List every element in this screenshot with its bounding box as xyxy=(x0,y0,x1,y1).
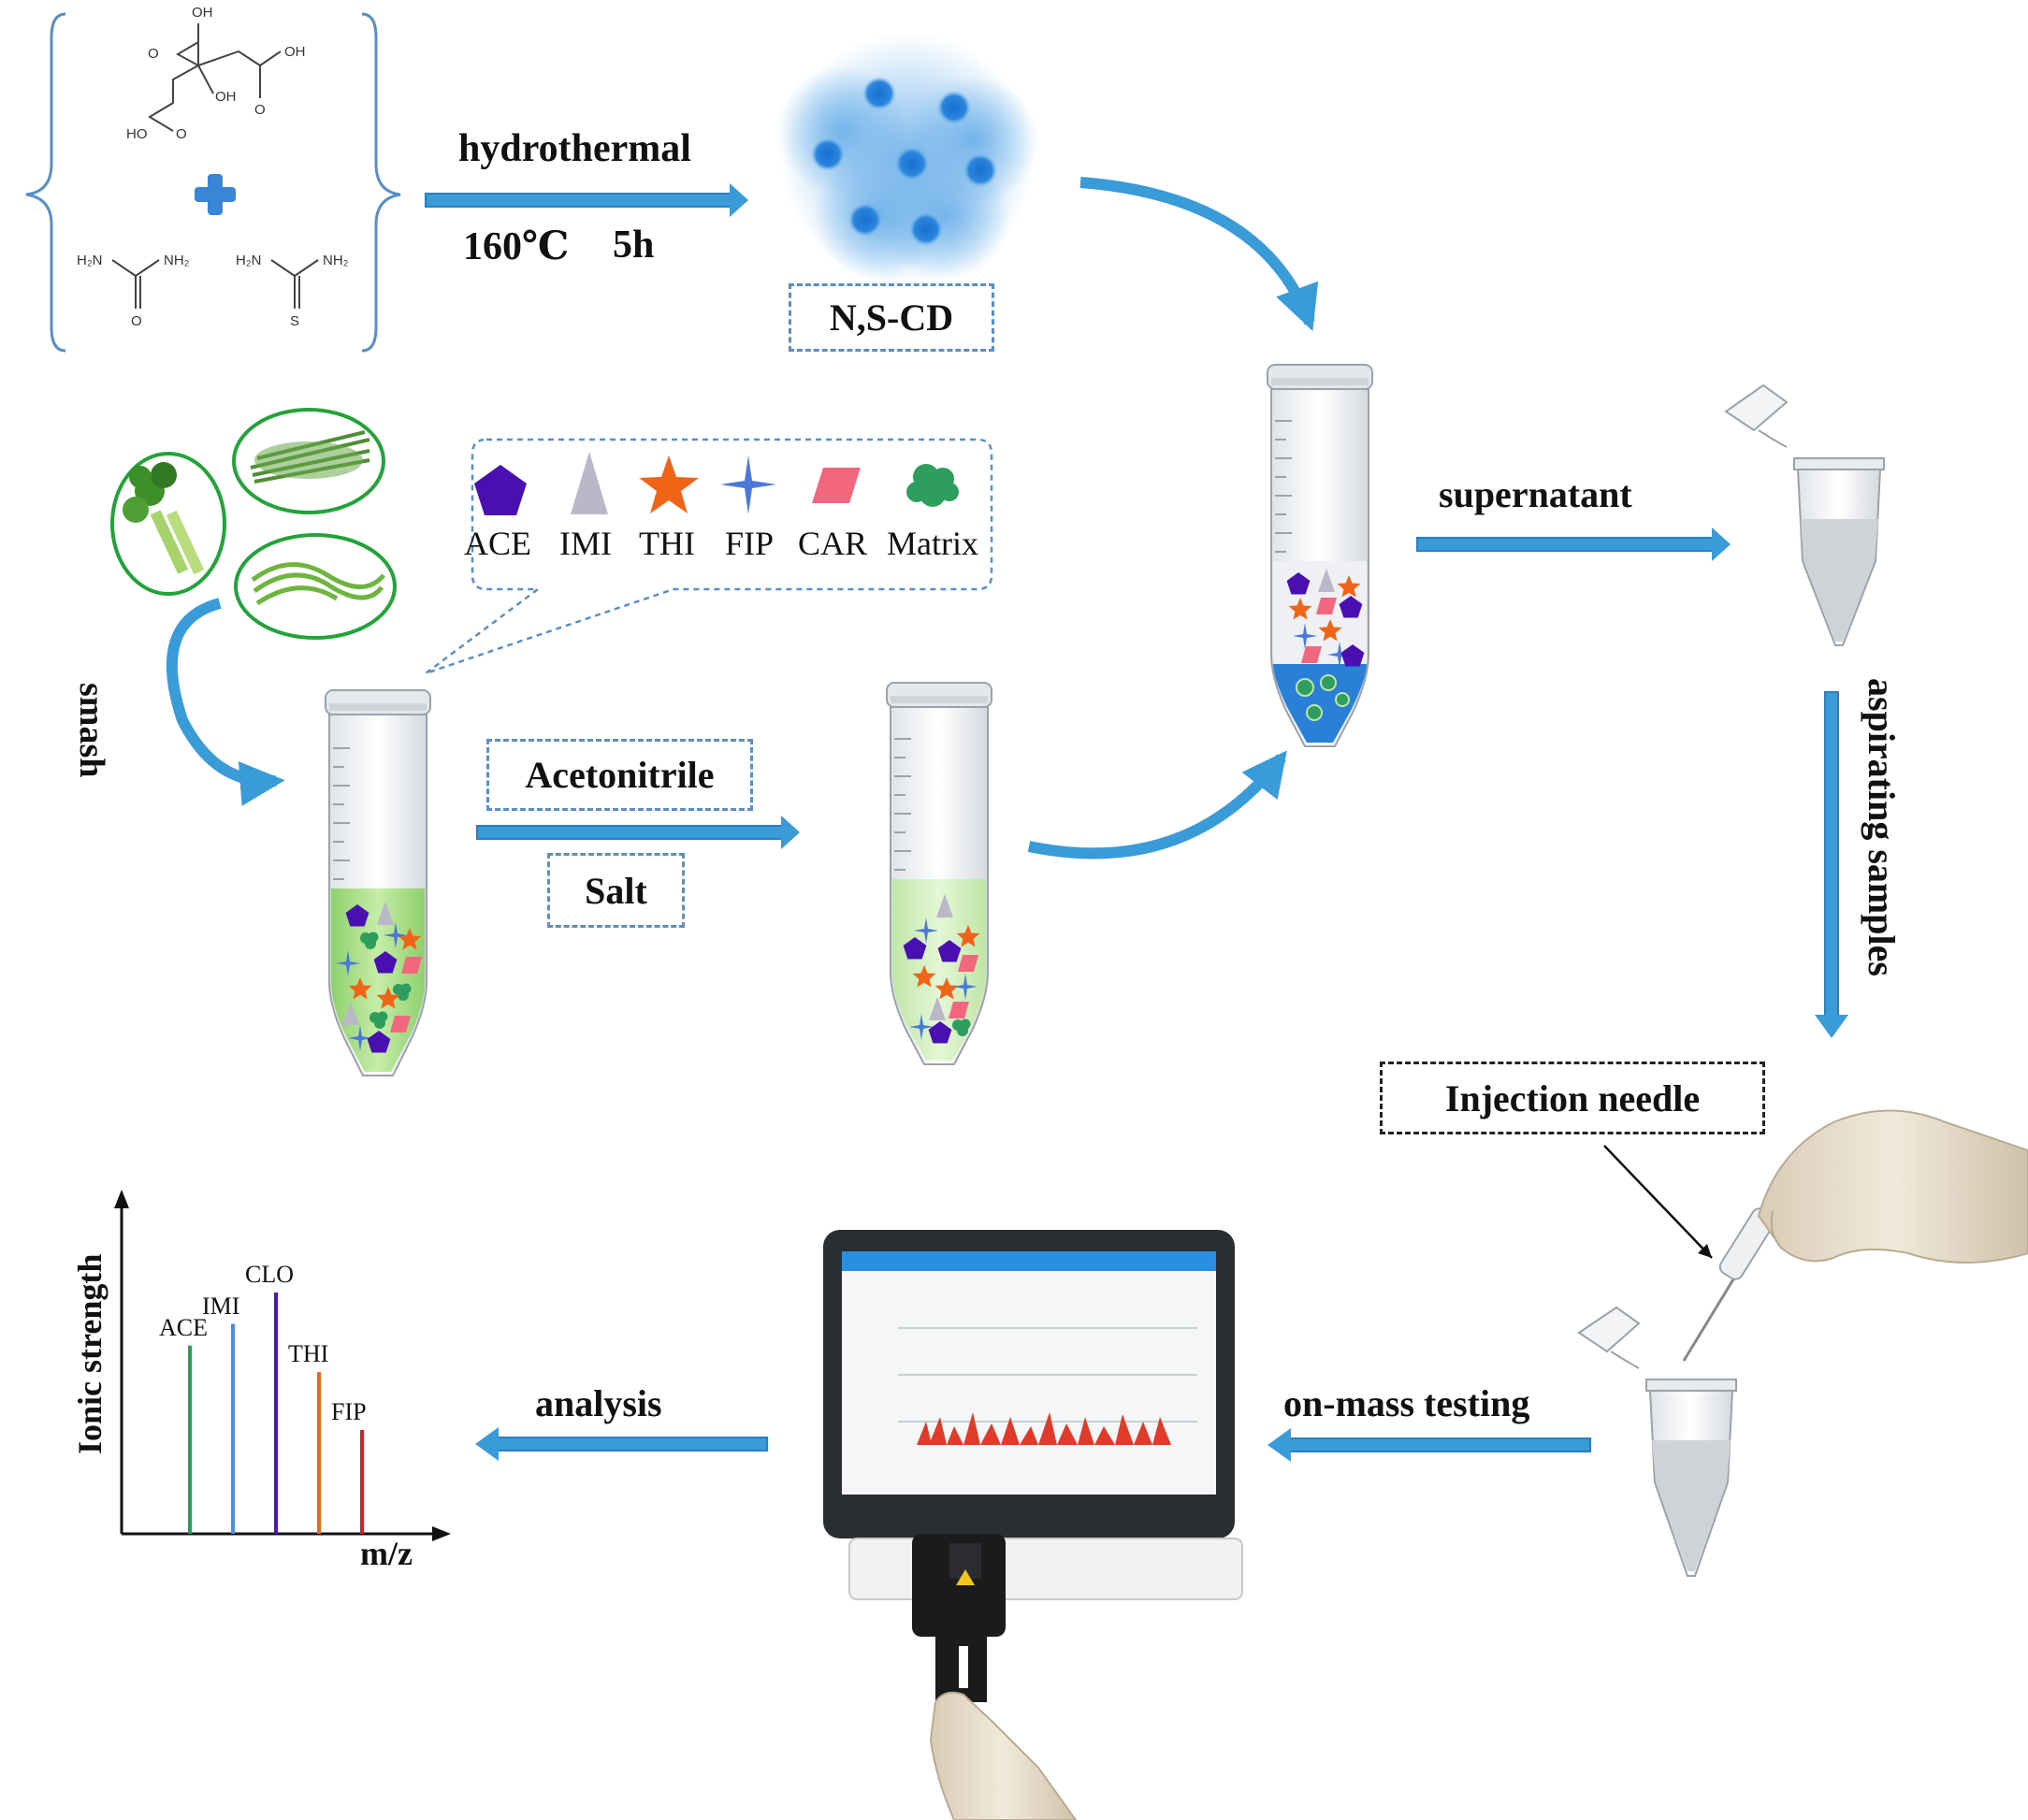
fip-four-point-star-icon xyxy=(720,455,776,514)
acetonitrile-box: Acetonitrile xyxy=(486,739,753,811)
vegetable-long-beans xyxy=(234,533,397,640)
urea-nh2-left: H₂N xyxy=(77,253,103,268)
spectrum-peak-label-thi: THI xyxy=(288,1340,329,1368)
gloved-hand-bottom xyxy=(929,1691,1078,1820)
legend-label-thi: THI xyxy=(639,525,695,562)
legend-label-fip: FIP xyxy=(725,525,775,562)
arrow-acetonitrile xyxy=(476,816,800,849)
chart-y-label: Ionic strength xyxy=(71,1253,109,1454)
temperature-label: 160℃ xyxy=(463,225,570,268)
nscd-label: N,S-CD xyxy=(829,296,954,339)
legend-label-imi: IMI xyxy=(559,525,612,562)
thiourea-nh2-right: NH₂ xyxy=(323,253,349,268)
arrow-aspirating xyxy=(1815,691,1848,1038)
urea-structure xyxy=(111,259,160,309)
centrifuge-tube-sample xyxy=(1577,1306,1737,1577)
svg-text:O: O xyxy=(148,46,159,62)
legend-label-car: CAR xyxy=(798,525,868,562)
thiourea-sulfur: S xyxy=(290,313,299,329)
spectrum-peak-label-clo: CLO xyxy=(245,1261,294,1288)
tube-purification xyxy=(1267,364,1373,747)
svg-text:O: O xyxy=(254,102,266,118)
spectrum-peak-label-imi: IMI xyxy=(202,1292,240,1320)
legend-label-matrix: Matrix xyxy=(887,525,978,562)
on-mass-testing-label: on-mass testing xyxy=(1283,1382,1530,1424)
curved-arrow-tube-to-tube xyxy=(1027,750,1287,859)
urea-oxygen: O xyxy=(131,313,142,329)
svg-text:HO: HO xyxy=(126,126,148,142)
thiourea-nh2-left: H₂N xyxy=(236,253,262,268)
injection-needle-label: Injection needle xyxy=(1444,1076,1701,1119)
vegetable-celery xyxy=(110,452,226,596)
aspirating-samples-label: aspirating samples xyxy=(1861,678,1903,976)
citric-acid-labels: OH O OH OH O HO O xyxy=(126,5,306,142)
ace-pentagon-icon xyxy=(474,465,527,515)
svg-text:OH: OH xyxy=(284,44,306,60)
urea-nh2-right: NH₂ xyxy=(164,253,190,268)
needle-pointer-arrowhead xyxy=(1698,1244,1712,1258)
arrow-analysis xyxy=(475,1427,768,1461)
salt-label: Salt xyxy=(585,869,647,912)
curved-arrow-smash xyxy=(166,598,285,806)
thiourea-structure xyxy=(270,259,319,309)
arrow-hydrothermal xyxy=(425,183,748,217)
imi-triangle-icon xyxy=(571,452,608,514)
salt-box: Salt xyxy=(547,853,685,928)
svg-text:O: O xyxy=(176,126,187,142)
centrifuge-tube-supernatant xyxy=(1724,383,1885,646)
analyte-legend-callout xyxy=(425,438,993,675)
plus-icon xyxy=(195,174,236,215)
analysis-label: analysis xyxy=(535,1382,662,1424)
needle-pointer-line xyxy=(1603,1145,1713,1259)
arrow-on-mass-testing xyxy=(1268,1428,1591,1462)
smash-label: smash xyxy=(72,683,111,778)
vegetable-chives xyxy=(232,408,385,514)
acetonitrile-label: Acetonitrile xyxy=(525,754,715,796)
gloved-hand-with-injection-needle xyxy=(1682,1109,2028,1362)
mass-spectrum-chart xyxy=(114,1190,451,1541)
injection-needle-box: Injection needle xyxy=(1380,1062,1765,1134)
hydrothermal-label: hydrothermal xyxy=(458,127,691,170)
citric-acid-structure xyxy=(148,23,282,132)
svg-text:OH: OH xyxy=(215,89,237,105)
car-parallelogram-icon xyxy=(812,468,861,503)
supernatant-label: supernatant xyxy=(1439,473,1632,515)
legend-label-ace: ACE xyxy=(464,525,531,562)
matrix-cloud-icon xyxy=(906,464,959,507)
chart-x-axis-arrow-icon xyxy=(432,1526,451,1541)
carbon-dots-cloud xyxy=(776,33,1038,285)
svg-text:OH: OH xyxy=(192,5,213,21)
reactants-bracket xyxy=(25,12,401,353)
curved-arrow-cd-to-tube xyxy=(1079,177,1319,332)
chart-y-axis-arrow-icon xyxy=(114,1190,129,1208)
tube-extraction xyxy=(886,682,992,1065)
arrow-supernatant xyxy=(1416,527,1731,561)
tube-sample xyxy=(325,689,431,1076)
mass-spectrometer-device xyxy=(823,1230,1243,1702)
thi-star-icon xyxy=(639,455,699,513)
nscd-box: N,S-CD xyxy=(789,283,994,352)
spectrum-peak-label-ace: ACE xyxy=(159,1313,208,1341)
chart-x-label: m/z xyxy=(360,1535,413,1572)
time-label: 5h xyxy=(613,224,655,267)
spectrum-peak-label-fip: FIP xyxy=(331,1398,367,1426)
